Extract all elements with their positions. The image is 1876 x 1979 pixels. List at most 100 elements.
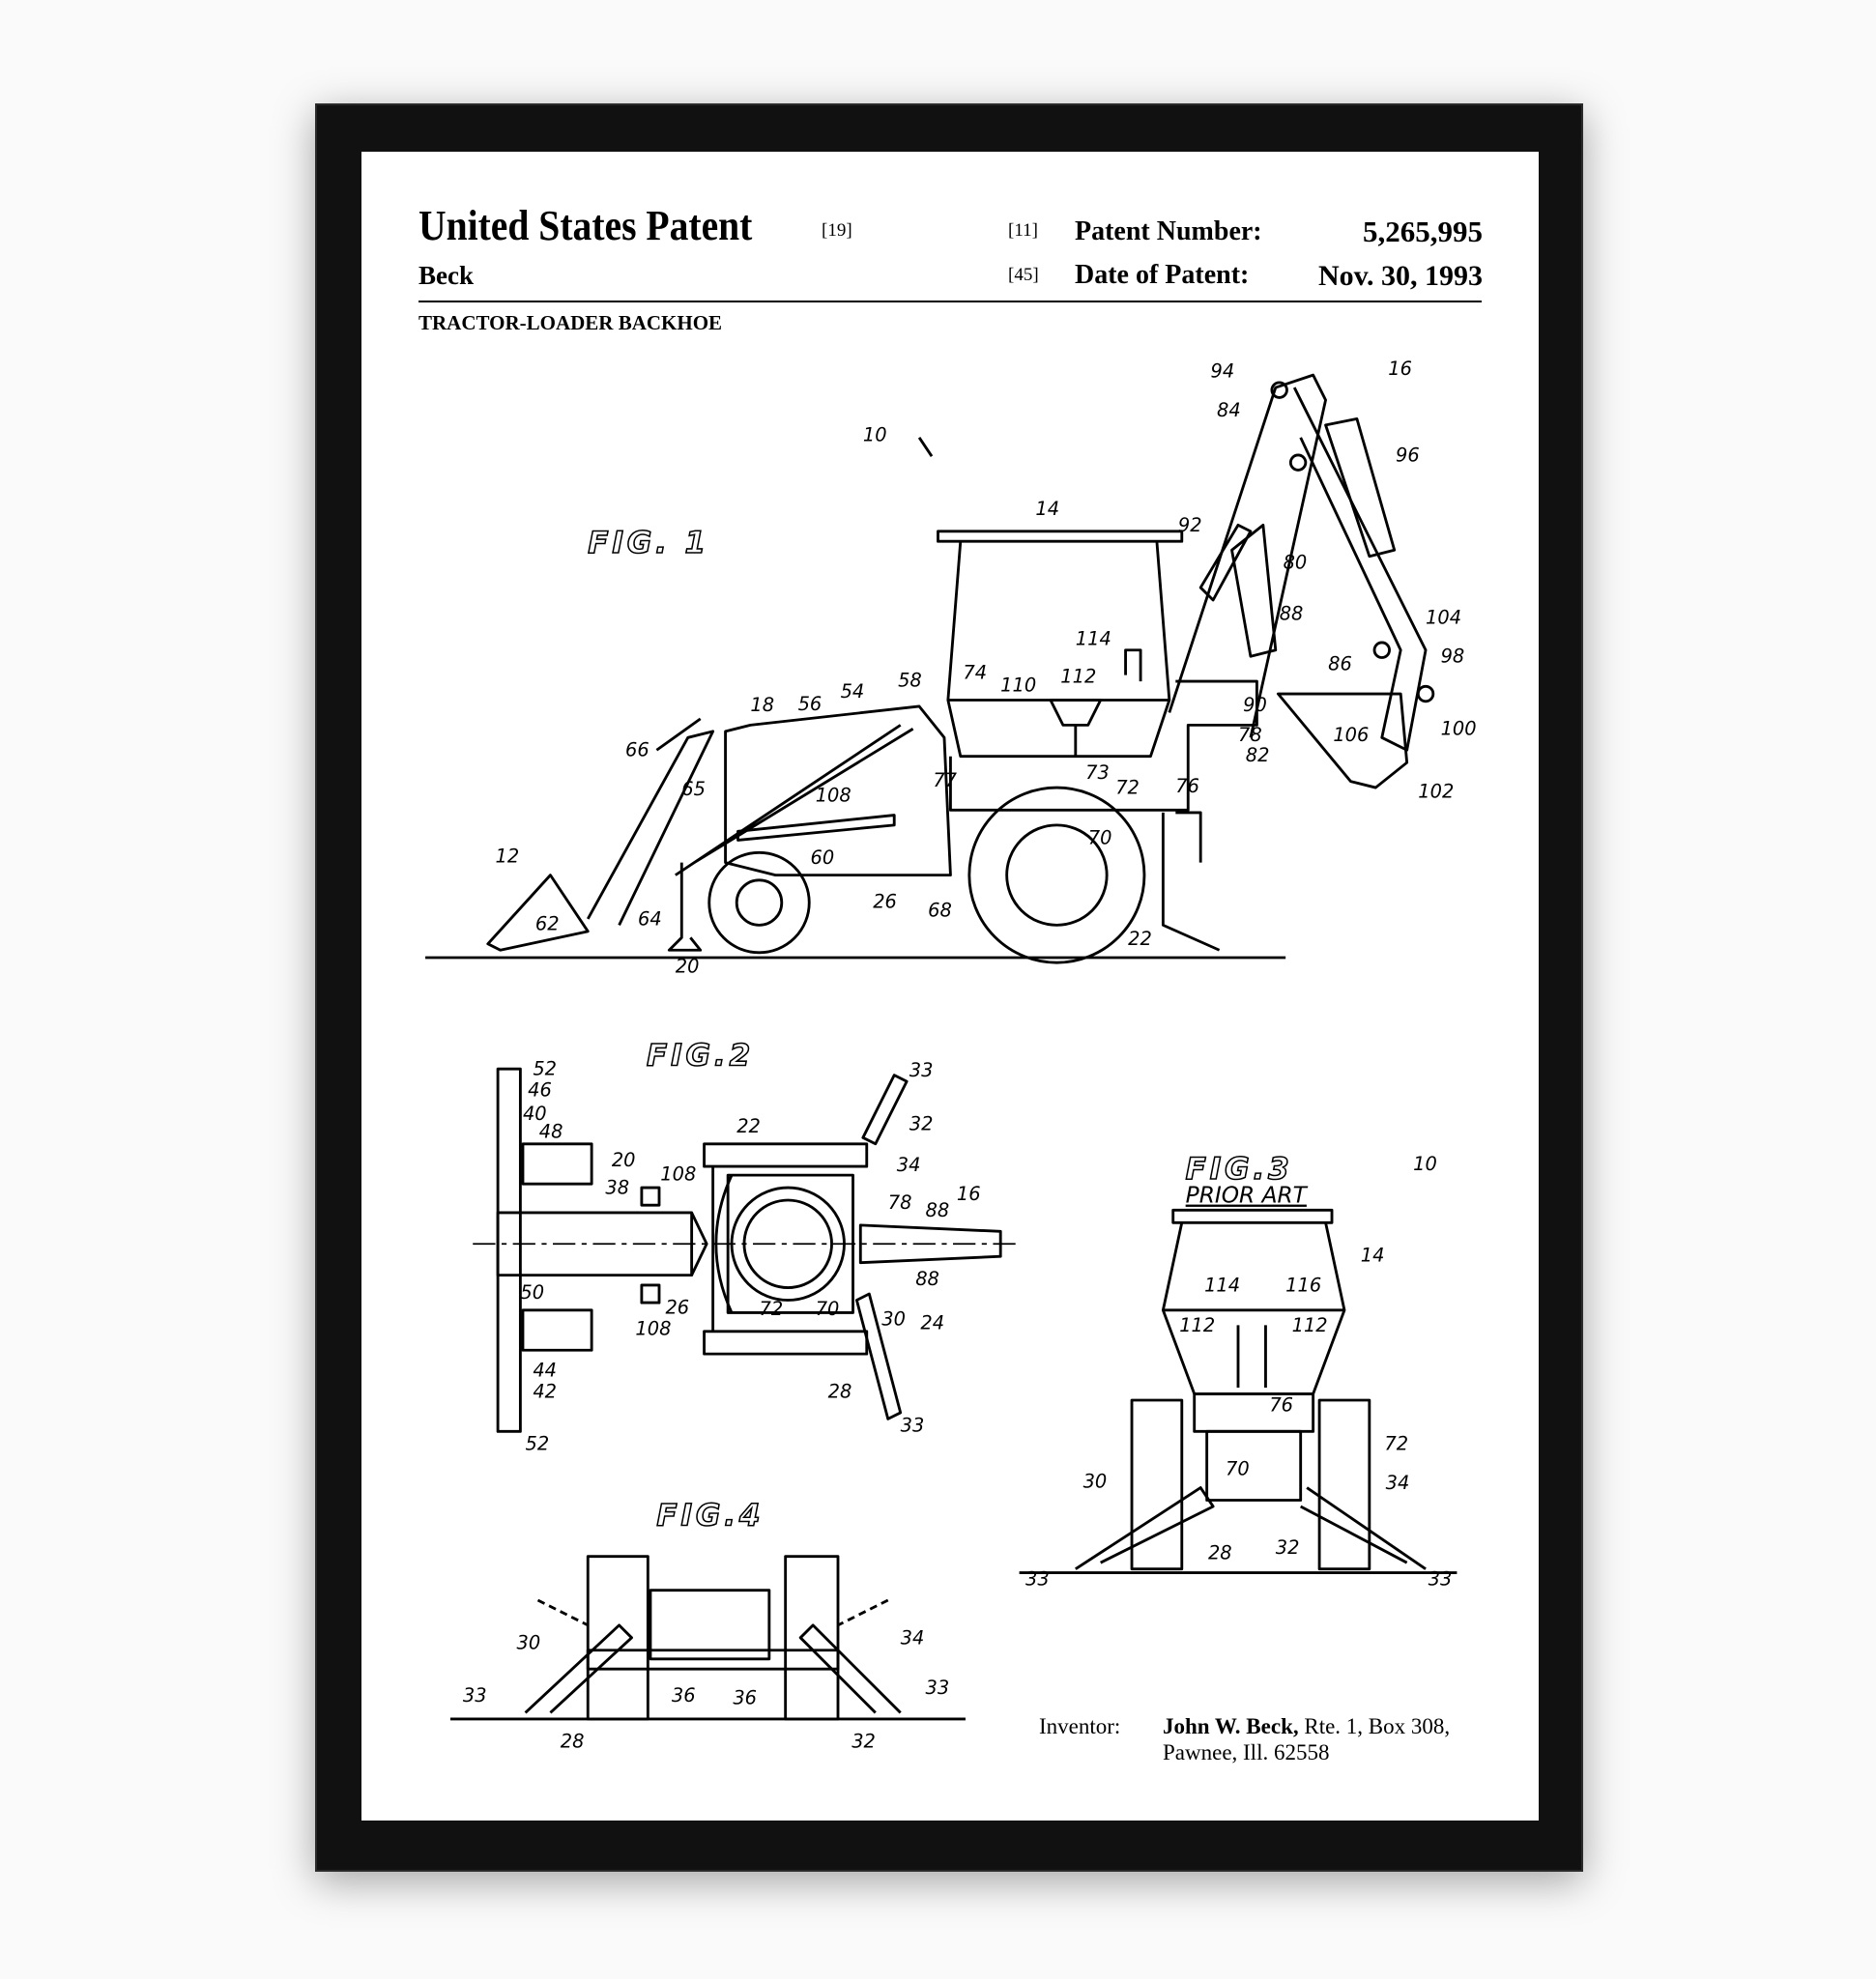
fig2-reference-numeral: 16 xyxy=(957,1183,981,1205)
fig1-reference-numeral: 84 xyxy=(1217,399,1241,421)
fig4-reference-numeral: 28 xyxy=(561,1731,585,1753)
fig2-reference-numeral: 108 xyxy=(660,1162,696,1185)
fig1-reference-numeral: 10 xyxy=(863,424,887,446)
patent-number-value: 5,265,995 xyxy=(1363,215,1483,248)
fig2-reference-numeral: 28 xyxy=(828,1380,852,1402)
fig1-reference-numeral: 94 xyxy=(1211,360,1235,383)
inventor-address-1: Rte. 1, Box 308, xyxy=(1304,1714,1451,1738)
fig1-reference-numeral: 16 xyxy=(1388,358,1412,380)
fig1-reference-numeral: 66 xyxy=(625,739,649,761)
fig2-title: FIG.2 xyxy=(647,1038,754,1073)
fig1-reference-numeral: 114 xyxy=(1076,628,1111,650)
fig4-front-view-drawing xyxy=(449,1555,966,1721)
number-ref: [11] xyxy=(1008,220,1038,241)
fig2-reference-numeral: 30 xyxy=(881,1307,906,1330)
fig3-rear-view-drawing xyxy=(1019,1208,1458,1574)
fig2-reference-numeral: 33 xyxy=(901,1414,925,1436)
fig4-title: FIG.4 xyxy=(656,1498,764,1533)
fig1-reference-numeral: 102 xyxy=(1418,780,1454,802)
title-ref: [19] xyxy=(822,220,852,241)
fig3-subtitle: PRIOR ART xyxy=(1186,1183,1309,1209)
fig1-reference-numeral: 72 xyxy=(1115,777,1140,799)
fig1-reference-numeral: 20 xyxy=(676,956,700,978)
fig1-reference-numeral: 58 xyxy=(898,669,922,691)
fig2-reference-numeral: 88 xyxy=(915,1268,939,1290)
fig3-reference-numeral: 114 xyxy=(1204,1274,1240,1296)
inventor-name: John W. Beck, xyxy=(1163,1714,1299,1738)
fig3-reference-numeral: 33 xyxy=(1429,1567,1453,1590)
fig1-reference-numeral: 88 xyxy=(1280,603,1304,625)
fig3-reference-numeral: 70 xyxy=(1226,1458,1250,1480)
fig2-reference-numeral: 22 xyxy=(736,1115,761,1137)
fig3-reference-numeral: 76 xyxy=(1269,1394,1293,1417)
fig3-reference-numeral: 33 xyxy=(1025,1567,1050,1590)
fig4-reference-numeral: 36 xyxy=(672,1684,696,1707)
fig1-reference-numeral: 86 xyxy=(1328,652,1352,674)
fig2-reference-numeral: 50 xyxy=(520,1281,544,1304)
fig1-reference-numeral: 65 xyxy=(681,778,706,800)
fig4-reference-numeral: 32 xyxy=(851,1731,876,1753)
fig2-reference-numeral: 52 xyxy=(533,1058,557,1080)
inventor-surname: Beck xyxy=(418,261,474,290)
date-label: Date of Patent: xyxy=(1075,260,1250,290)
fig2-reference-numeral: 78 xyxy=(888,1191,912,1214)
fig1-reference-numeral: 18 xyxy=(750,694,774,716)
fig1-reference-numeral: 77 xyxy=(933,769,957,791)
fig3-reference-numeral: 28 xyxy=(1208,1541,1232,1563)
invention-title: TRACTOR-LOADER BACKHOE xyxy=(418,311,723,334)
fig1-reference-numeral: 70 xyxy=(1088,826,1112,848)
fig2-reference-numeral: 32 xyxy=(909,1113,934,1135)
fig1-reference-numeral: 80 xyxy=(1284,552,1308,574)
fig3-reference-numeral: 34 xyxy=(1386,1472,1410,1494)
date-ref: [45] xyxy=(1008,265,1039,285)
fig2-reference-numeral: 24 xyxy=(920,1311,944,1334)
fig1-reference-numeral: 74 xyxy=(963,662,987,684)
fig4-reference-numeral: 33 xyxy=(926,1677,950,1699)
fig4-reference-numeral: 34 xyxy=(901,1626,925,1649)
fig1-reference-numeral: 90 xyxy=(1243,694,1267,716)
fig2-reference-numeral: 34 xyxy=(897,1154,921,1176)
fig2-reference-numeral: 46 xyxy=(528,1079,552,1102)
header-rule xyxy=(418,301,1482,302)
fig3-reference-numeral: 112 xyxy=(1179,1314,1215,1336)
reference-numerals: 10 14 16 94 84 96 92 80 88 104 98 86 114 112 110 74 90 78… xyxy=(463,358,1477,1753)
fig1-reference-numeral: 96 xyxy=(1396,444,1420,466)
fig1-reference-numeral: 12 xyxy=(496,846,520,868)
fig3-reference-numeral: 116 xyxy=(1285,1274,1321,1296)
fig1-reference-numeral: 92 xyxy=(1178,514,1202,536)
fig2-reference-numeral: 70 xyxy=(816,1298,840,1320)
patent-sheet xyxy=(361,152,1539,1821)
fig1-reference-numeral: 56 xyxy=(798,693,823,715)
fig1-reference-numeral: 104 xyxy=(1426,607,1461,629)
fig1-reference-numeral: 106 xyxy=(1333,724,1369,746)
fig1-reference-numeral: 112 xyxy=(1060,665,1096,687)
fig3-reference-numeral: 10 xyxy=(1413,1153,1437,1175)
fig2-reference-numeral: 44 xyxy=(533,1359,557,1381)
fig3-reference-numeral: 14 xyxy=(1361,1244,1385,1266)
fig1-reference-numeral: 64 xyxy=(638,907,662,930)
fig1-reference-numeral: 82 xyxy=(1246,744,1270,766)
fig2-reference-numeral: 20 xyxy=(612,1149,636,1171)
patent-number-label: Patent Number: xyxy=(1075,216,1262,246)
fig2-reference-numeral: 42 xyxy=(533,1380,557,1402)
fig1-backhoe-drawing xyxy=(425,373,1435,964)
fig3-reference-numeral: 72 xyxy=(1384,1433,1408,1455)
fig1-reference-numeral: 76 xyxy=(1175,775,1199,797)
fig4-reference-numeral: 30 xyxy=(517,1631,541,1653)
fig2-reference-numeral: 38 xyxy=(605,1177,629,1199)
inventor-line-1: John W. Beck, Rte. 1, Box 308, xyxy=(1163,1714,1450,1739)
fig2-reference-numeral: 48 xyxy=(539,1120,563,1142)
fig1-reference-numeral: 73 xyxy=(1085,761,1110,784)
fig1-reference-numeral: 26 xyxy=(873,890,897,912)
fig1-reference-numeral: 68 xyxy=(928,899,952,921)
fig1-reference-numeral: 22 xyxy=(1128,928,1152,950)
fig2-reference-numeral: 26 xyxy=(665,1297,689,1319)
fig1-reference-numeral: 110 xyxy=(1000,674,1036,696)
date-value: Nov. 30, 1993 xyxy=(1317,260,1483,292)
fig4-reference-numeral: 33 xyxy=(463,1684,487,1707)
fig1-reference-numeral: 60 xyxy=(811,846,835,869)
fig3-reference-numeral: 30 xyxy=(1083,1471,1108,1493)
patent-heading: United States Patent xyxy=(418,202,753,249)
fig1-reference-numeral: 98 xyxy=(1441,645,1465,668)
